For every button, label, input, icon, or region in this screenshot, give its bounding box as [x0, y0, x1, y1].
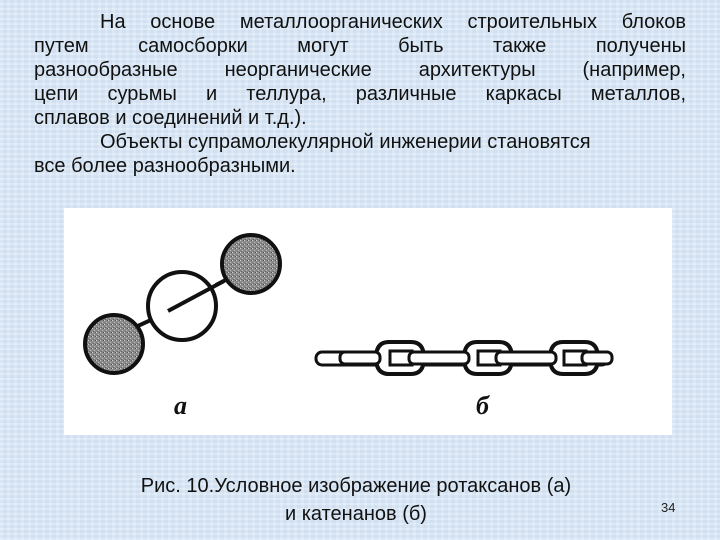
text-line: цепи сурьмы и теллура, различные каркасы… — [34, 83, 686, 105]
catenane-chain-icon — [314, 340, 614, 376]
paragraph-2: Объекты супрамолекулярной инженерии стан… — [34, 130, 686, 178]
figure-illustration — [83, 233, 614, 376]
text-line: все более разнообразными. — [34, 155, 296, 177]
figure-label-b: б — [476, 391, 489, 420]
figure-caption: Рис. 10.Условное изображение ротаксанов … — [96, 472, 616, 528]
figure-rotaxane-catenane: а б — [64, 208, 672, 435]
body-text: На основе металлоорганических строительн… — [34, 10, 686, 178]
text-line: разнообразные неорганические архитектуры… — [34, 59, 686, 81]
text-line: сплавов и соединений и т.д.). — [34, 107, 307, 129]
caption-line: и катенанов (б) — [285, 503, 427, 525]
caption-line: Рис. 10.Условное изображение ротаксанов … — [140, 475, 572, 497]
text-line: путем самосборки могут быть также получе… — [34, 35, 686, 57]
page-number: 34 — [661, 500, 676, 515]
text-line: На основе металлоорганических строительн… — [100, 11, 686, 33]
figure-label-a: а — [174, 391, 187, 420]
rotaxane-icon — [83, 233, 282, 375]
text-line: Объекты супрамолекулярной инженерии стан… — [100, 131, 591, 153]
paragraph-1: На основе металлоорганических строительн… — [34, 10, 686, 130]
